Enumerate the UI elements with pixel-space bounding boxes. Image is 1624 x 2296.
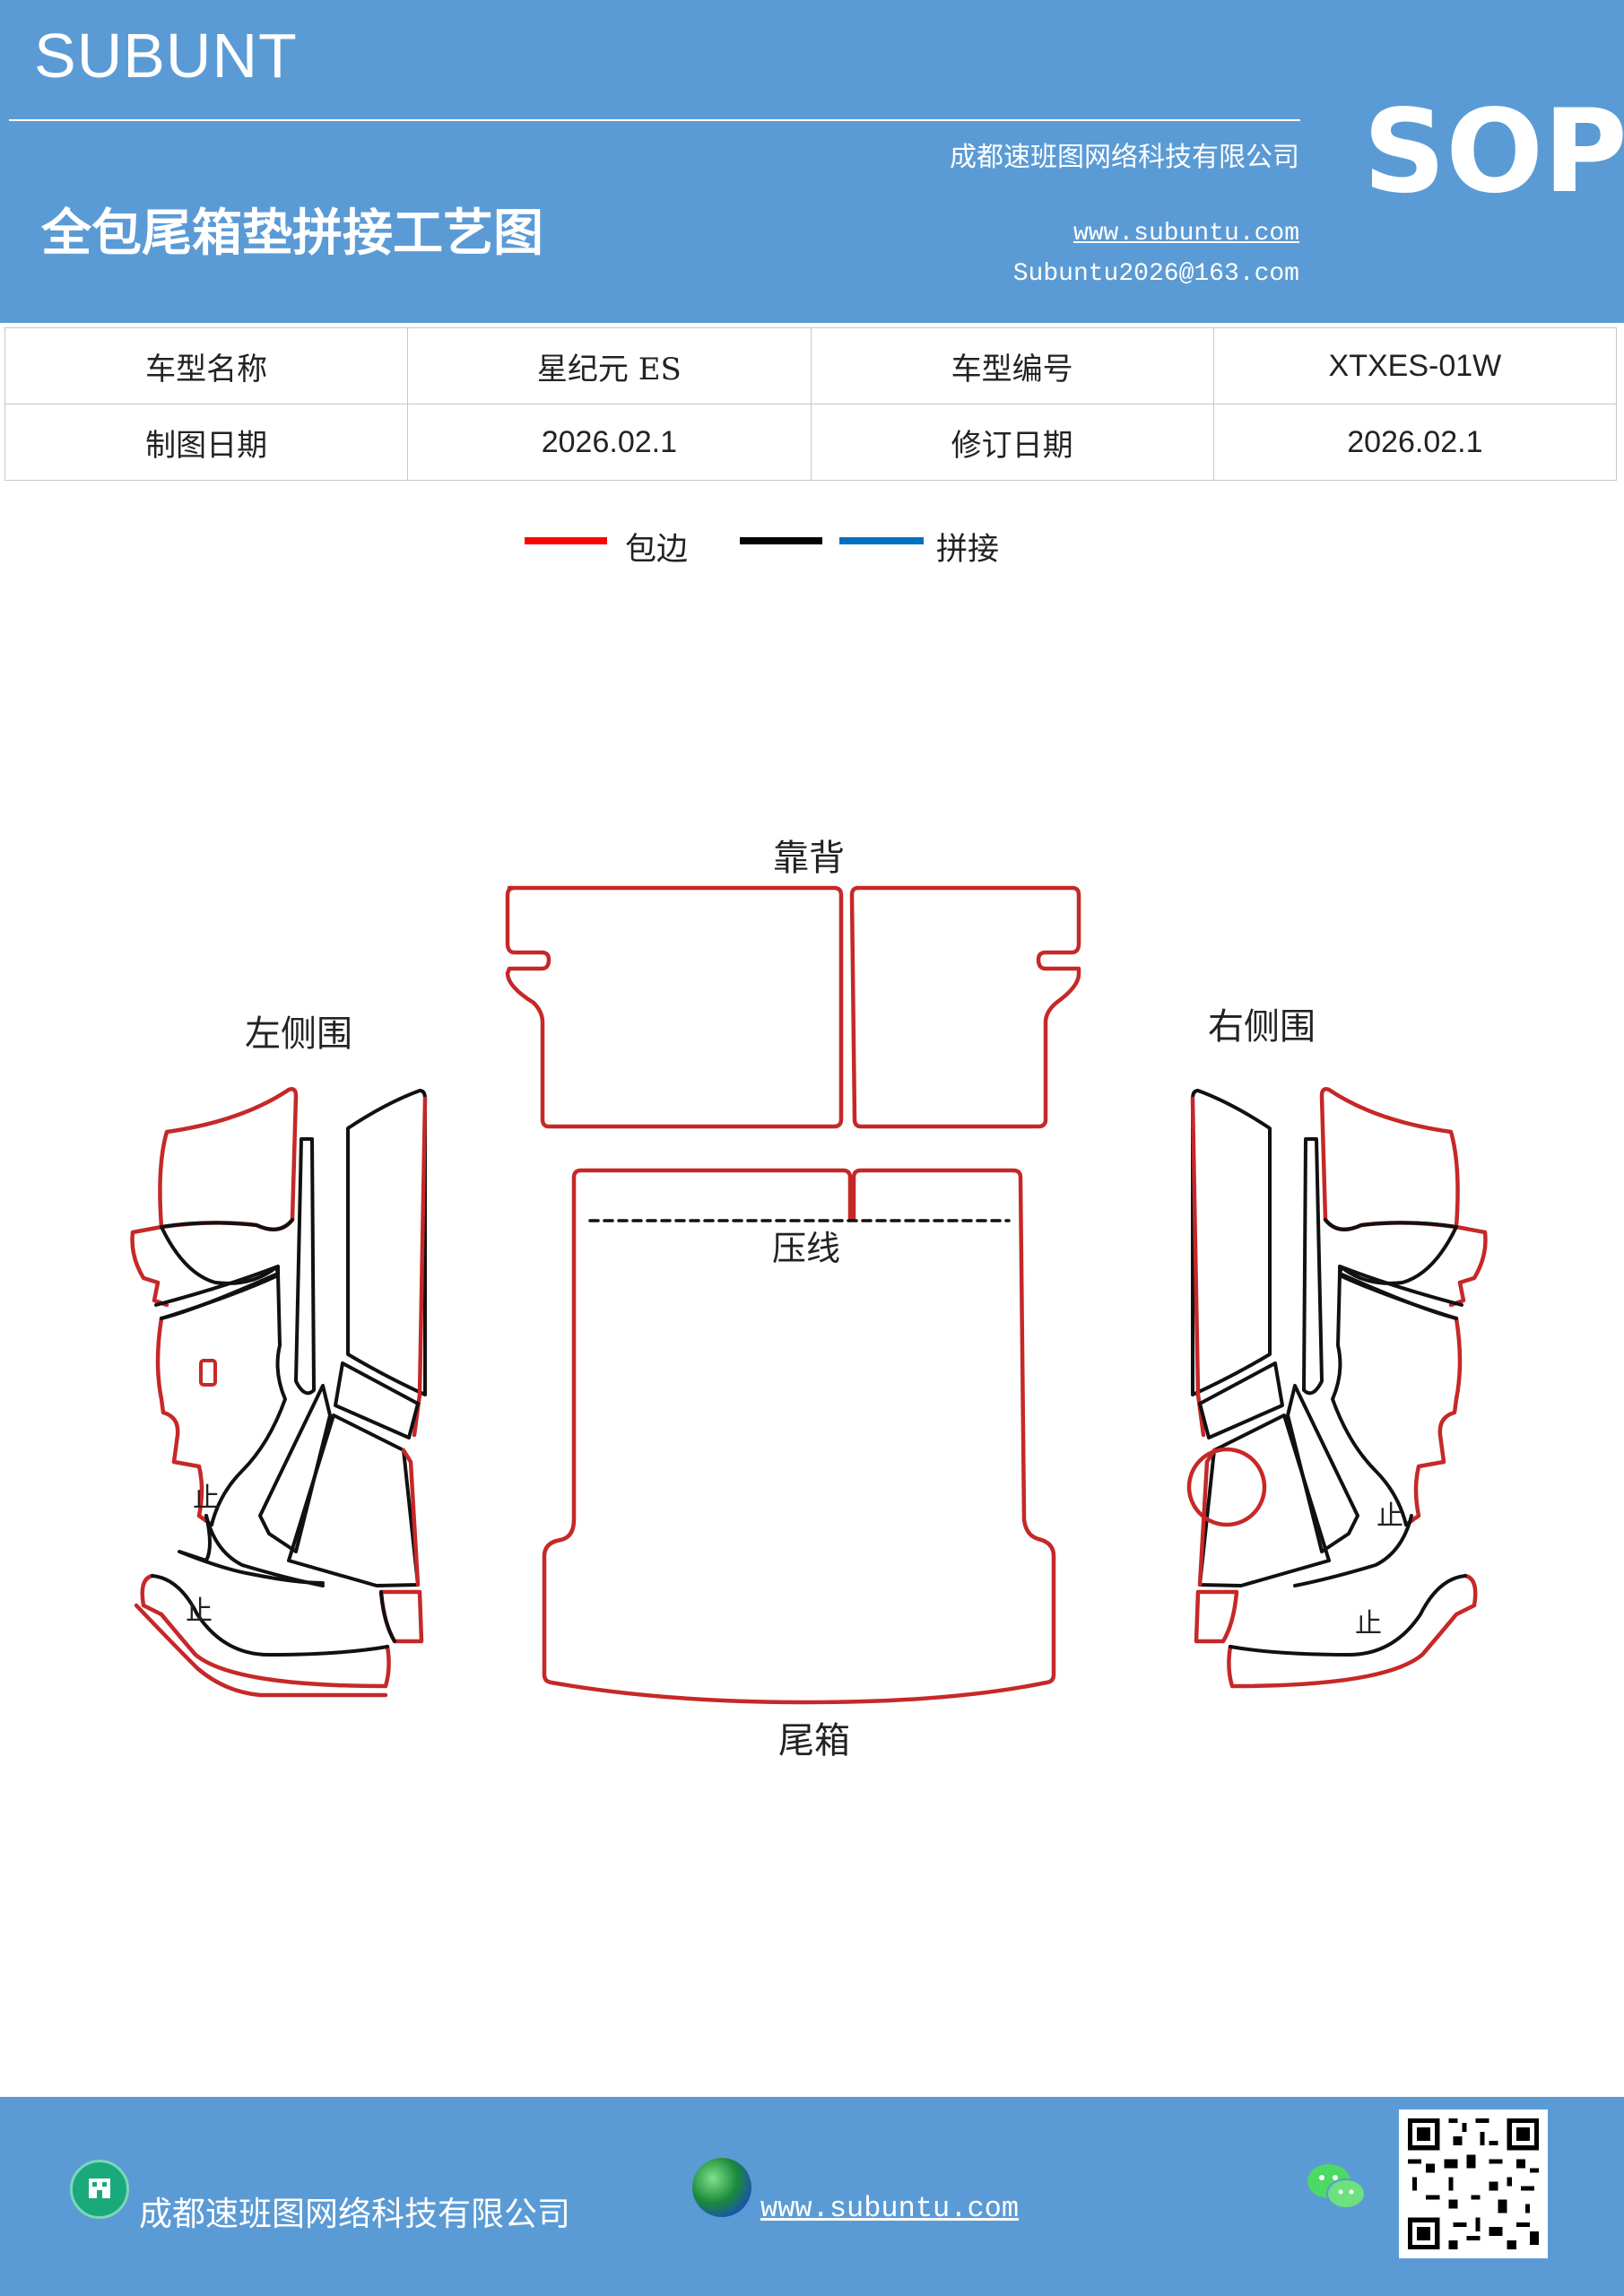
value-draw-date: 2026.02.1: [407, 404, 812, 481]
label-backrest: 靠背: [773, 838, 845, 879]
label-press-line: 压线: [772, 1229, 840, 1268]
table-row: 车型名称 星纪元 ES 车型编号 XTXES-01W: [4, 327, 1618, 404]
backrest-right-panel: [849, 885, 1081, 1129]
footer-company-name: 成都速班图网络科技有限公司: [139, 2195, 570, 2233]
legend-swatch-splice: [839, 537, 924, 544]
footer-website-link[interactable]: www.subuntu.com: [760, 2192, 1020, 2225]
label-trunk: 尾箱: [778, 1720, 850, 1761]
label-revise-date: 修订日期: [810, 404, 1214, 481]
label-left-side: 左侧围: [245, 1013, 352, 1055]
legend: 包边 拼接: [0, 522, 1624, 576]
legend-swatch-seam: [740, 537, 822, 544]
trunk-floor-panel: [542, 1168, 1056, 1705]
label-right-side: 右侧围: [1208, 1006, 1316, 1048]
document-title: 全包尾箱垫拼接工艺图: [41, 204, 543, 263]
legend-label-splice: 拼接: [936, 532, 1000, 568]
globe-icon: [692, 2158, 751, 2217]
info-table: 车型名称 星纪元 ES 车型编号 XTXES-01W 制图日期 2026.02.…: [4, 327, 1618, 481]
email-address: Subuntu2026@163.com: [1012, 260, 1299, 288]
label-draw-date: 制图日期: [4, 404, 409, 481]
table-row: 制图日期 2026.02.1 修订日期 2026.02.1: [4, 404, 1618, 481]
building-icon: [70, 2160, 129, 2219]
footer-banner: 成都速班图网络科技有限公司 www.subuntu.com: [0, 2097, 1624, 2296]
backrest-left-panel: [505, 885, 844, 1129]
brand-name: SUBUNT: [34, 21, 298, 91]
label-stop: 止: [1376, 1500, 1403, 1532]
header-divider: [9, 119, 1300, 121]
value-model-code: XTXES-01W: [1212, 327, 1618, 404]
value-revise-date: 2026.02.1: [1212, 404, 1618, 481]
label-model-code: 车型编号: [810, 327, 1214, 404]
label-stop: 止: [186, 1596, 213, 1627]
label-model-name: 车型名称: [4, 327, 409, 404]
label-stop: 止: [1355, 1608, 1382, 1639]
wechat-icon[interactable]: [1305, 2160, 1368, 2213]
value-model-name: 星纪元 ES: [407, 327, 812, 404]
sop-badge: SOP: [1363, 85, 1624, 219]
trunk-mat-diagram: 靠背 左侧围 右侧围 压线 尾箱 止 止 止 止: [130, 838, 1488, 1761]
legend-swatch-edge: [525, 537, 607, 544]
header-banner: SUBUNT 成都速班图网络科技有限公司 全包尾箱垫拼接工艺图 www.subu…: [0, 0, 1624, 323]
label-stop: 止: [193, 1483, 220, 1514]
qr-code: [1399, 2109, 1548, 2258]
left-side-panel-group: [130, 1087, 428, 1698]
legend-label-edge: 包边: [625, 532, 689, 568]
website-link[interactable]: www.subuntu.com: [1073, 220, 1299, 248]
company-name: 成都速班图网络科技有限公司: [950, 142, 1299, 173]
right-side-panel-group: [1186, 1087, 1488, 1689]
